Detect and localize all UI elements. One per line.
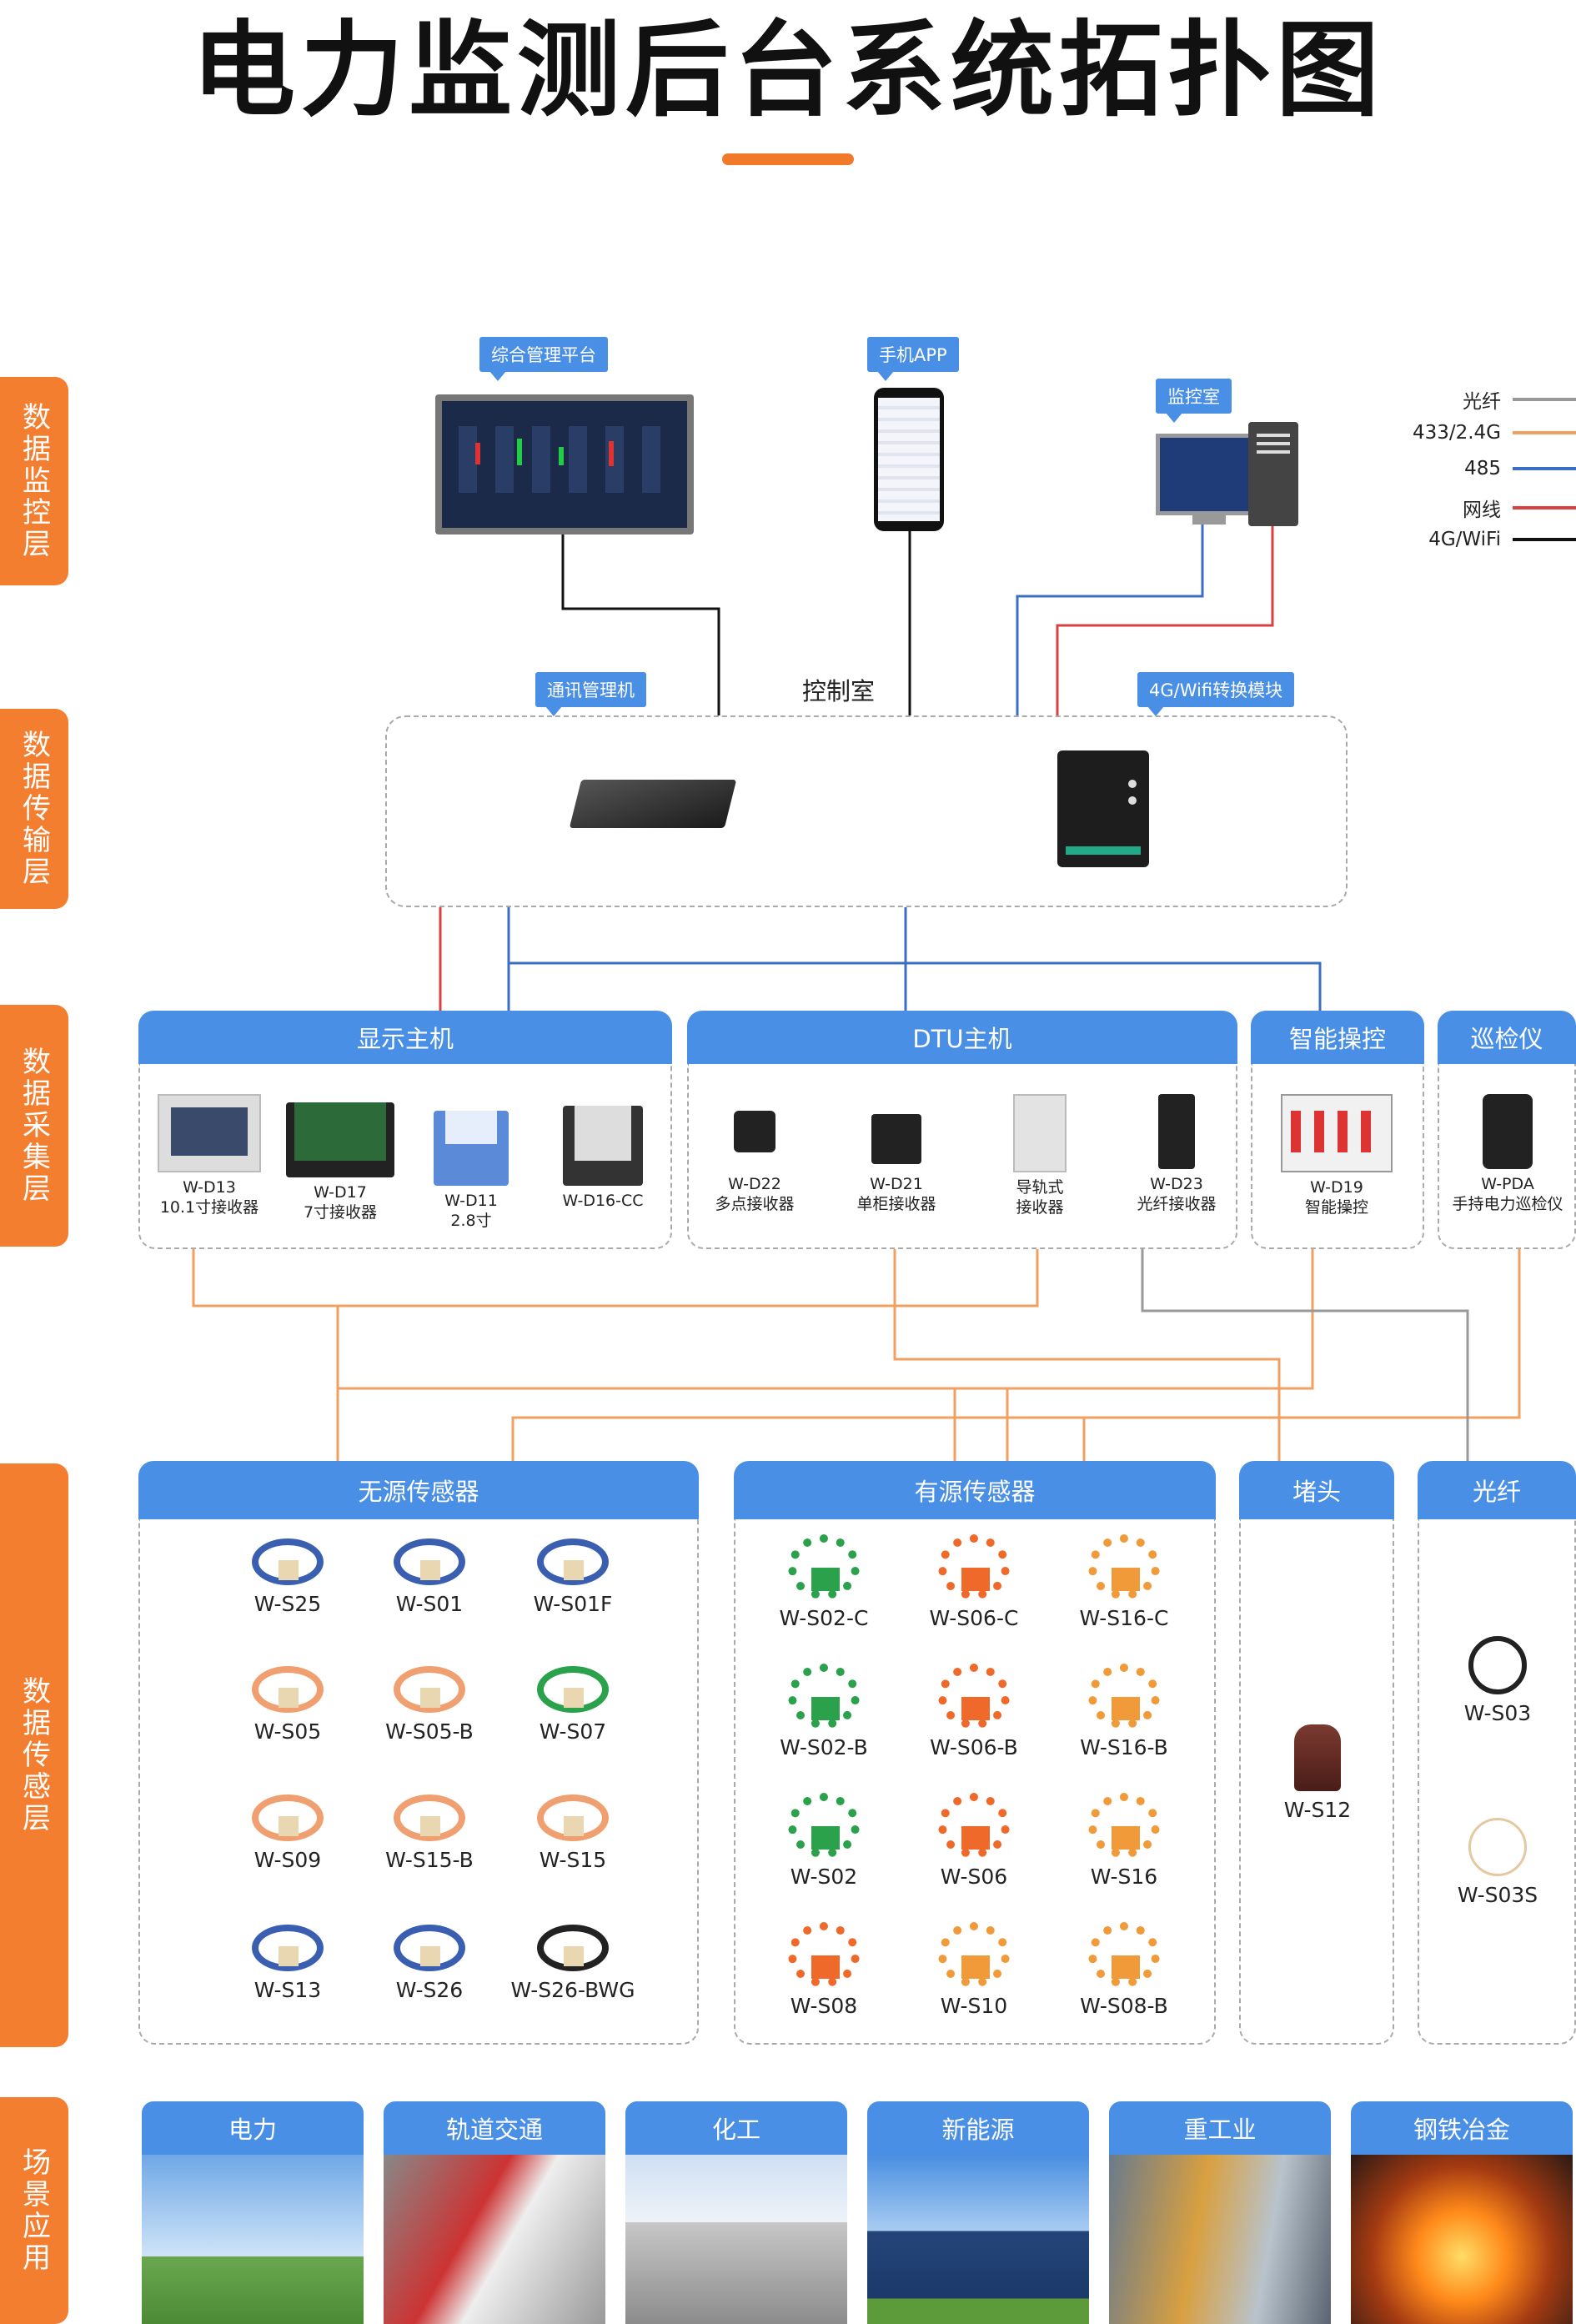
sensor-w-s15: W-S15 [510, 1794, 635, 1872]
layer-sensor: 数据传感层 [0, 1463, 68, 2047]
scene-steel-metallurgy: 钢铁冶金 [1351, 2101, 1573, 2324]
layer-monitor: 数据监控层 [0, 377, 68, 585]
sensor-w-s02: W-S02 [765, 1793, 882, 1889]
device-w-d16-cc: W-D16-CC [540, 1094, 665, 1211]
scene-chemical: 化工 [625, 2101, 847, 2324]
title-underline [722, 153, 854, 165]
device-rail-receiver: 导轨式接收器 [977, 1094, 1102, 1217]
group-passive-sensors: 无源传感器 [138, 1461, 699, 1519]
group-dtu-host: DTU主机 [687, 1011, 1237, 1064]
room-tag: 监控室 [1156, 379, 1232, 423]
platform-tag: 综合管理平台 [479, 337, 608, 381]
sensor-w-s03s: W-S03S [1448, 1818, 1548, 1907]
sensor-w-s16-c: W-S16-C [1066, 1534, 1182, 1630]
scene-heavy-industry: 重工业 [1109, 2101, 1331, 2324]
sensor-w-s15-b: W-S15-B [367, 1794, 492, 1872]
sensor-w-s25: W-S25 [225, 1538, 350, 1616]
sensor-w-s13: W-S13 [225, 1925, 350, 2002]
gateway-tag: 通讯管理机 [535, 672, 646, 716]
group-fiber-frame [1418, 1519, 1576, 2045]
group-fiber: 光纤 [1418, 1461, 1576, 1519]
platform-monitor-image [435, 394, 694, 535]
group-inspector: 巡检仪 [1438, 1011, 1576, 1064]
gateway-device-image [569, 780, 737, 828]
group-display-host: 显示主机 [138, 1011, 672, 1064]
group-dtu-frame [687, 1064, 1237, 1249]
group-plug: 堵头 [1239, 1461, 1394, 1519]
layer-scene: 场景应用 [0, 2097, 68, 2324]
scene-new-energy: 新能源 [867, 2101, 1089, 2324]
sensor-w-s01f: W-S01F [510, 1538, 635, 1616]
control-room-label: 控制室 [802, 677, 876, 705]
phone-image [874, 388, 944, 531]
sensor-w-s08-b: W-S08-B [1066, 1922, 1182, 2018]
sensor-w-s16-b: W-S16-B [1066, 1664, 1182, 1759]
sensor-w-s26-bwg: W-S26-BWG [510, 1925, 635, 2002]
sensor-w-s05: W-S05 [225, 1666, 350, 1744]
sensor-w-s09: W-S09 [225, 1794, 350, 1872]
sensor-w-s26: W-S26 [367, 1925, 492, 2002]
group-inspector-frame [1438, 1064, 1576, 1249]
monitor-stand [1192, 511, 1226, 525]
sensor-w-s06: W-S06 [916, 1793, 1032, 1889]
legend-rf: 433/2.4G [1413, 422, 1576, 444]
sensor-w-s03: W-S03 [1448, 1636, 1548, 1725]
group-smart-frame [1251, 1064, 1424, 1249]
legend-485: 485 [1464, 458, 1576, 479]
group-display-frame [138, 1064, 672, 1249]
group-active-frame [734, 1519, 1216, 2045]
legend-wifi: 4G/WiFi [1428, 529, 1576, 550]
sensor-w-s02-c: W-S02-C [765, 1534, 882, 1630]
legend-ethernet: 网线 [1463, 494, 1576, 522]
scene-rail-transit: 轨道交通 [384, 2101, 605, 2324]
sensor-w-s12: W-S12 [1267, 1724, 1368, 1822]
sensor-w-s07: W-S07 [510, 1666, 635, 1744]
legend-fiber: 光纤 [1463, 385, 1576, 414]
module-tag: 4G/Wifi转换模块 [1137, 672, 1295, 716]
group-passive-frame [138, 1519, 699, 2045]
sensor-w-s06-b: W-S06-B [916, 1664, 1032, 1759]
scene-power: 电力 [142, 2101, 364, 2324]
page-title: 电力监测后台系统拓扑图 [191, 11, 1384, 131]
app-tag: 手机APP [867, 337, 959, 381]
group-smart-control: 智能操控 [1251, 1011, 1424, 1064]
sensor-w-s08: W-S08 [765, 1922, 882, 2018]
group-plug-frame [1239, 1519, 1394, 2045]
group-active-sensors: 有源传感器 [734, 1461, 1216, 1519]
sensor-w-s02-b: W-S02-B [765, 1664, 882, 1759]
sensor-w-s10: W-S10 [916, 1922, 1032, 2018]
sensor-w-s01: W-S01 [367, 1538, 492, 1616]
sensor-w-s06-c: W-S06-C [916, 1534, 1032, 1630]
control-room-frame [385, 715, 1348, 907]
layer-collect: 数据采集层 [0, 1005, 68, 1247]
sensor-w-s16: W-S16 [1066, 1793, 1182, 1889]
layer-transfer: 数据传输层 [0, 709, 68, 909]
wifi-module-image [1057, 750, 1149, 867]
sensor-w-s05-b: W-S05-B [367, 1666, 492, 1744]
pc-tower-image [1248, 422, 1298, 526]
